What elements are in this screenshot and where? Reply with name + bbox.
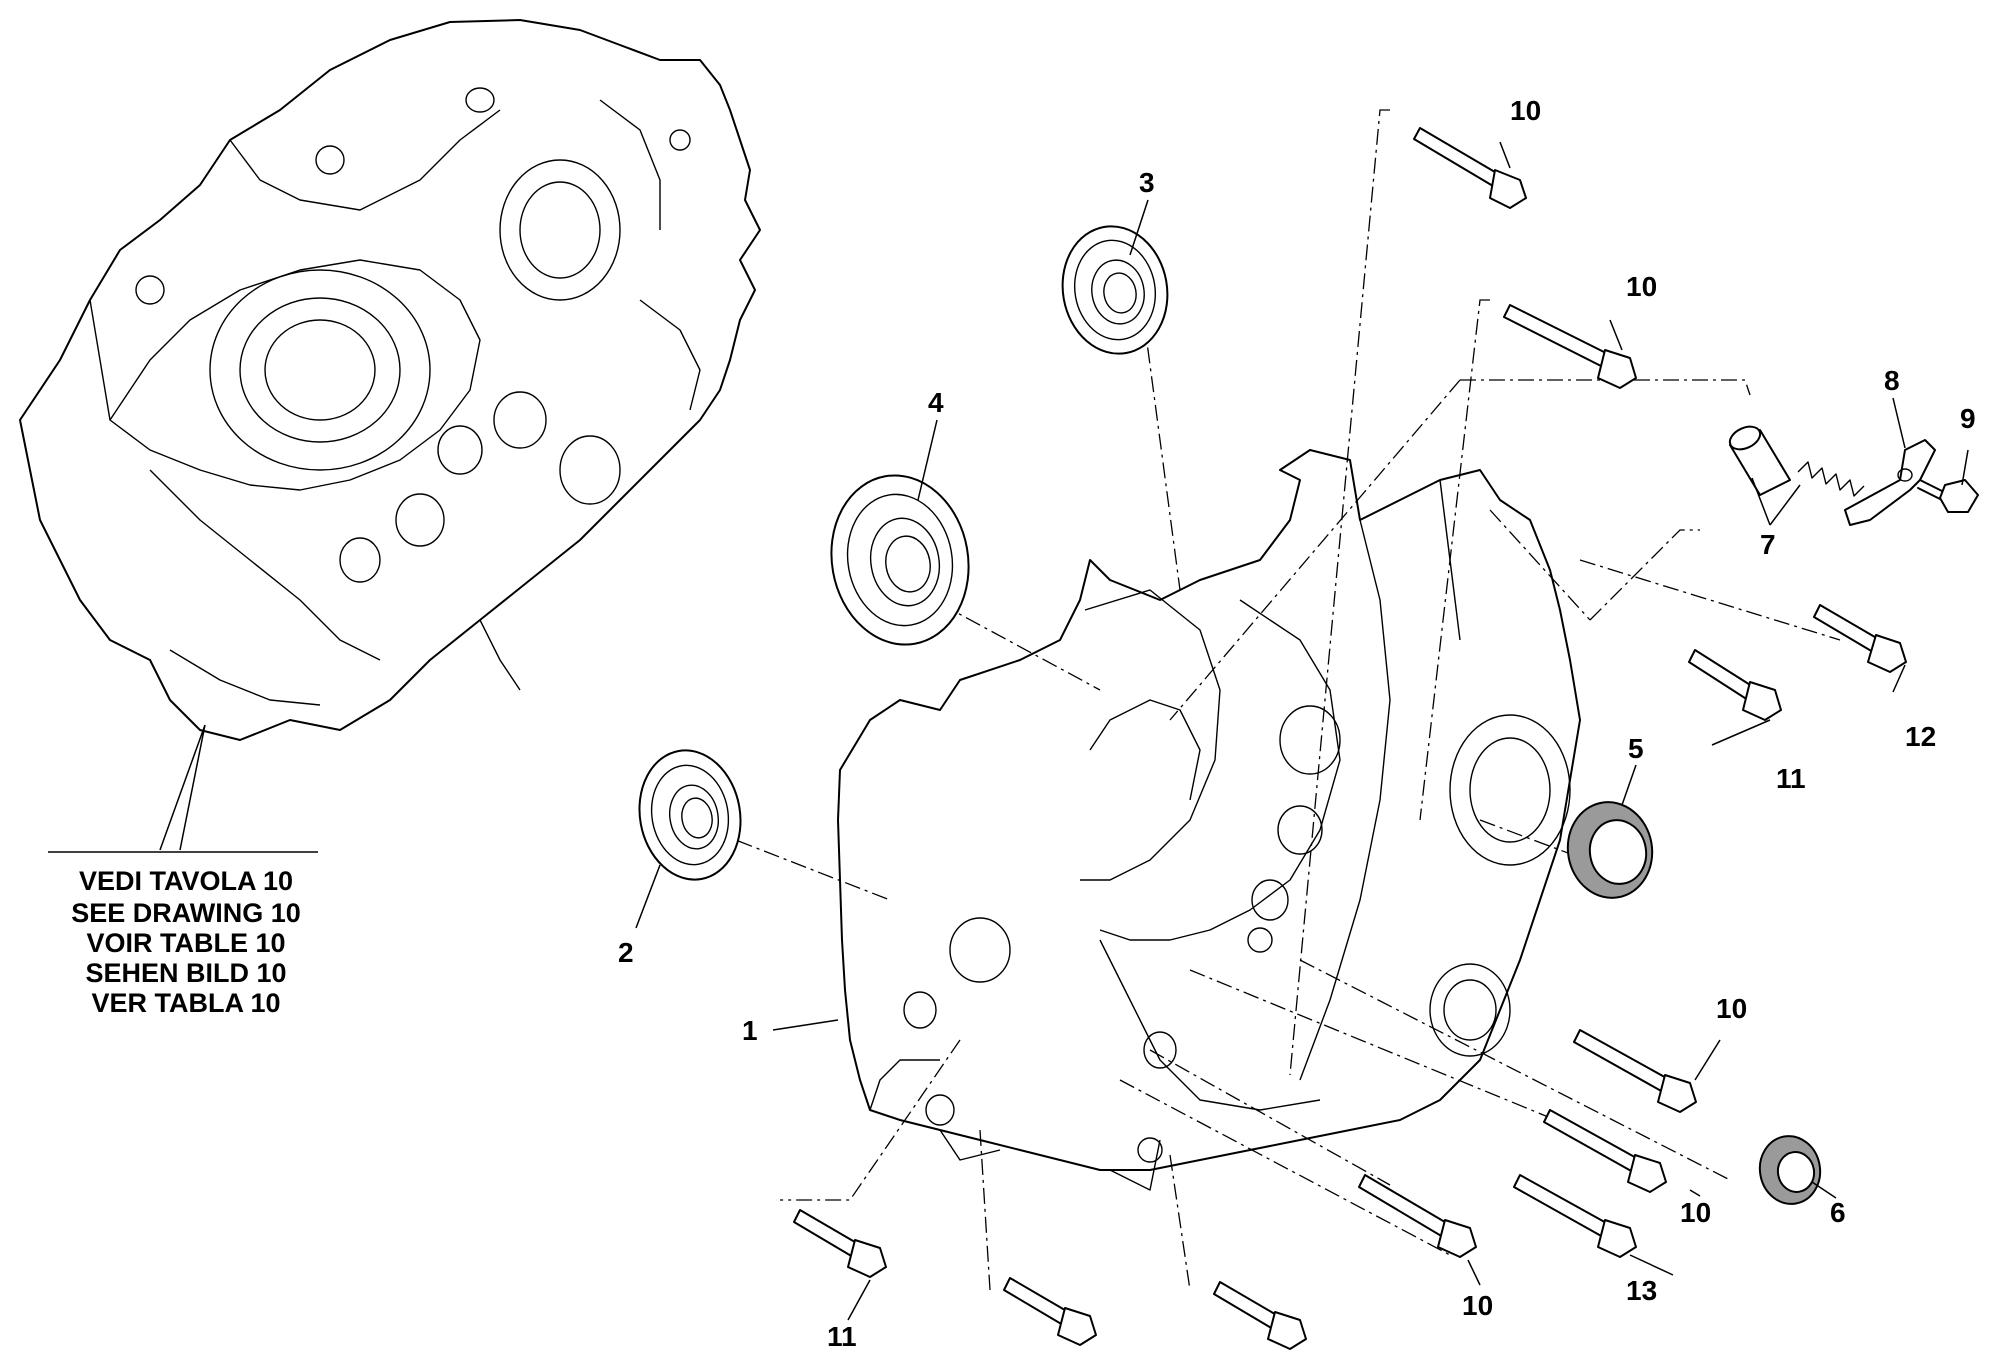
callout-leaders (635, 141, 1969, 1321)
assembly-center-lines (709, 109, 1841, 1291)
callout-6: 6 (1830, 1197, 1846, 1228)
callout-10-bottom: 10 (1462, 1290, 1493, 1321)
oil-seal-5 (1566, 801, 1654, 899)
bolt-bottom-center-right (1213, 1281, 1307, 1350)
callout-8: 8 (1884, 365, 1900, 396)
reference-note-leader (48, 724, 318, 853)
reference-note-line-1: VEDI TAVOLA 10 (79, 866, 293, 896)
bearing-3 (1061, 225, 1169, 355)
reference-note: VEDI TAVOLA 10 SEE DRAWING 10 VOIR TABLE… (71, 866, 301, 1018)
bearing-2 (638, 749, 742, 881)
callout-10-second: 10 (1626, 271, 1657, 302)
bearing-4 (830, 474, 970, 646)
callout-4: 4 (928, 387, 944, 418)
callout-1: 1 (742, 1015, 758, 1046)
bolt-12 (1813, 604, 1907, 673)
bolt-9 (1917, 479, 1979, 513)
bolt-10-lower-right (1543, 1109, 1667, 1193)
bolt-11-right (1688, 649, 1782, 721)
oil-seal-6 (1758, 1135, 1822, 1205)
callout-10-top: 10 (1510, 95, 1541, 126)
callout-7: 7 (1760, 529, 1776, 560)
callout-13: 13 (1626, 1275, 1657, 1306)
bracket-8 (1844, 439, 1936, 526)
callout-12: 12 (1905, 721, 1936, 752)
reference-note-line-3: VOIR TABLE 10 (86, 928, 285, 958)
pin-and-spring-7 (1728, 425, 1865, 497)
callout-3: 3 (1139, 167, 1155, 198)
bolt-13 (1513, 1174, 1637, 1258)
callout-5: 5 (1628, 733, 1644, 764)
bolt-10-second (1503, 304, 1637, 389)
callout-11-bottom: 11 (827, 1321, 857, 1352)
bolt-10-top (1413, 127, 1527, 209)
callout-10-right: 10 (1716, 993, 1747, 1024)
callout-10-lower-right: 10 (1680, 1197, 1711, 1228)
bolt-10-right (1573, 1029, 1697, 1113)
callout-numbers: 1 2 3 4 5 6 7 8 9 10 10 10 10 10 11 11 1… (618, 95, 1976, 1352)
reference-note-line-2: SEE DRAWING 10 (71, 898, 301, 928)
bolt-10-bottom (1358, 1174, 1477, 1258)
right-crankcase-half (837, 449, 1581, 1191)
callout-11-right: 11 (1776, 763, 1806, 794)
bolt-11-bottom (793, 1209, 887, 1278)
reference-note-line-4: SEHEN BILD 10 (85, 958, 286, 988)
bolt-bottom-center-left (1003, 1277, 1097, 1346)
callout-2: 2 (618, 937, 634, 968)
callout-9: 9 (1960, 403, 1976, 434)
left-crankcase-half (19, 19, 761, 741)
reference-note-line-5: VER TABLA 10 (91, 988, 280, 1018)
